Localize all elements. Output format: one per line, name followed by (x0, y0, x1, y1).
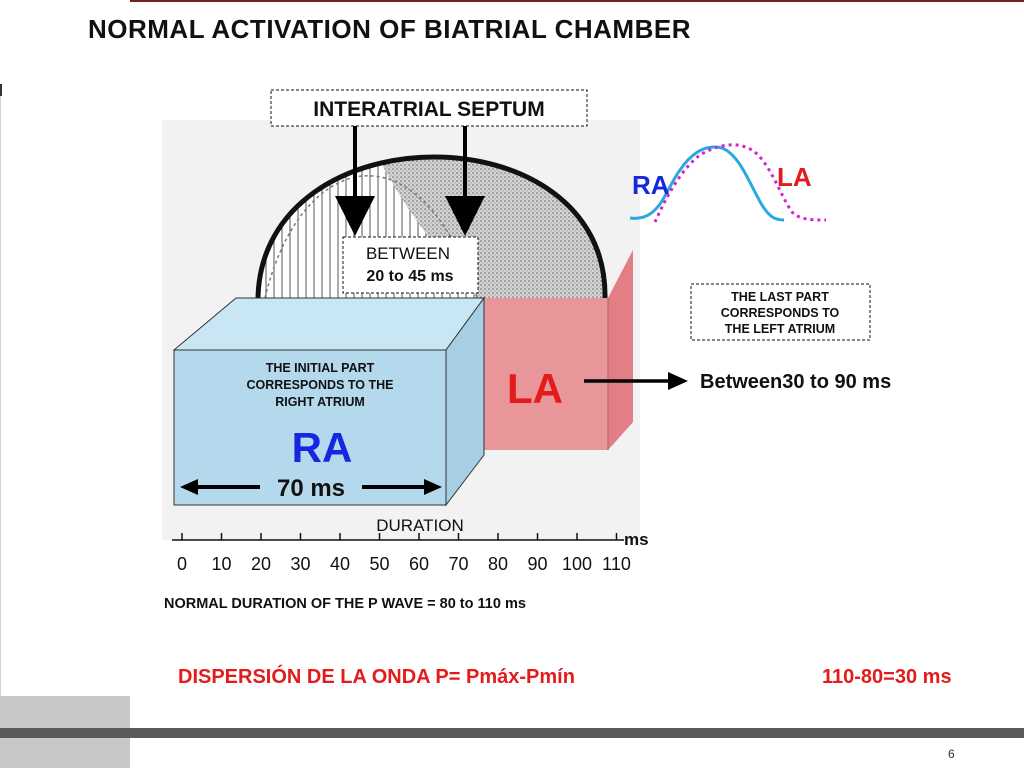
slide-title: NORMAL ACTIVATION OF BIATRIAL CHAMBER (88, 14, 691, 44)
ra-duration-arrowhead-right (424, 479, 442, 495)
la-box-label: LA (507, 365, 563, 412)
axis-tick-label: 70 (448, 554, 468, 574)
la-note-line-1: THE LAST PART (731, 290, 829, 304)
la-duration-label: Between30 to 90 ms (700, 371, 891, 393)
la-note-box (690, 283, 871, 341)
axis-tick-label: 80 (488, 554, 508, 574)
axis-tick-label: 110 (602, 554, 631, 574)
between-line-2: 20 to 45 ms (366, 268, 453, 285)
between-box (342, 236, 479, 294)
axis-tick-label: 50 (369, 554, 389, 574)
ra-note-line-2: CORRESPONDS TO THE (246, 378, 393, 392)
footer-bar (0, 728, 1024, 738)
overlap-arc (264, 175, 479, 301)
la-note-line-2: CORRESPONDS TO (721, 306, 840, 320)
wave-ra-curve (629, 145, 785, 222)
wave-ra-label: RA (632, 170, 670, 200)
la-note-line-3: THE LEFT ATRIUM (725, 322, 835, 336)
ra-box-label: RA (292, 424, 353, 471)
ra-duration-label: 70 ms (277, 475, 345, 502)
wave-la-label: LA (777, 162, 812, 192)
axis-tick-label: 0 (177, 554, 187, 574)
wave-la-curve (653, 143, 827, 223)
activation-dome (255, 154, 608, 299)
la-duration-arrowhead (668, 372, 688, 390)
between-line-1: BETWEEN (366, 244, 450, 263)
duration-axis-ticks (181, 533, 618, 540)
axis-tick-label: 100 (562, 554, 592, 574)
la-box-side (608, 250, 633, 450)
axis-tick-label: 90 (527, 554, 547, 574)
left-edge-line (0, 96, 1, 696)
axis-tick-label: 40 (330, 554, 350, 574)
septum-label: INTERATRIAL SEPTUM (313, 98, 544, 121)
ra-note-line-1: THE INITIAL PART (266, 361, 375, 375)
ra-box-front (173, 349, 447, 506)
left-edge-tick (0, 84, 2, 96)
axis-tick-label: 30 (290, 554, 310, 574)
la-box-front (479, 250, 633, 450)
dispersion-formula: DISPERSIÓN DE LA ONDA P= Pmáx-Pmín (178, 666, 575, 688)
page-number: 6 (948, 747, 955, 761)
top-rule (130, 0, 1024, 2)
ra-note-line-3: RIGHT ATRIUM (275, 395, 365, 409)
axis-tick-label: 20 (251, 554, 271, 574)
duration-label: DURATION (376, 516, 464, 535)
pwave-note: NORMAL DURATION OF THE P WAVE = 80 to 11… (164, 596, 526, 612)
ra-duration-arrowhead-left (180, 479, 198, 495)
axis-tick-label: 60 (409, 554, 429, 574)
septum-label-box (270, 89, 588, 127)
axis-tick-label: 10 (211, 554, 231, 574)
duration-axis-labels: 0 10 20 30 40 50 60 70 80 90 100 110 (177, 554, 631, 574)
dispersion-result: 110-80=30 ms (822, 666, 952, 688)
axis-unit: ms (624, 530, 649, 549)
